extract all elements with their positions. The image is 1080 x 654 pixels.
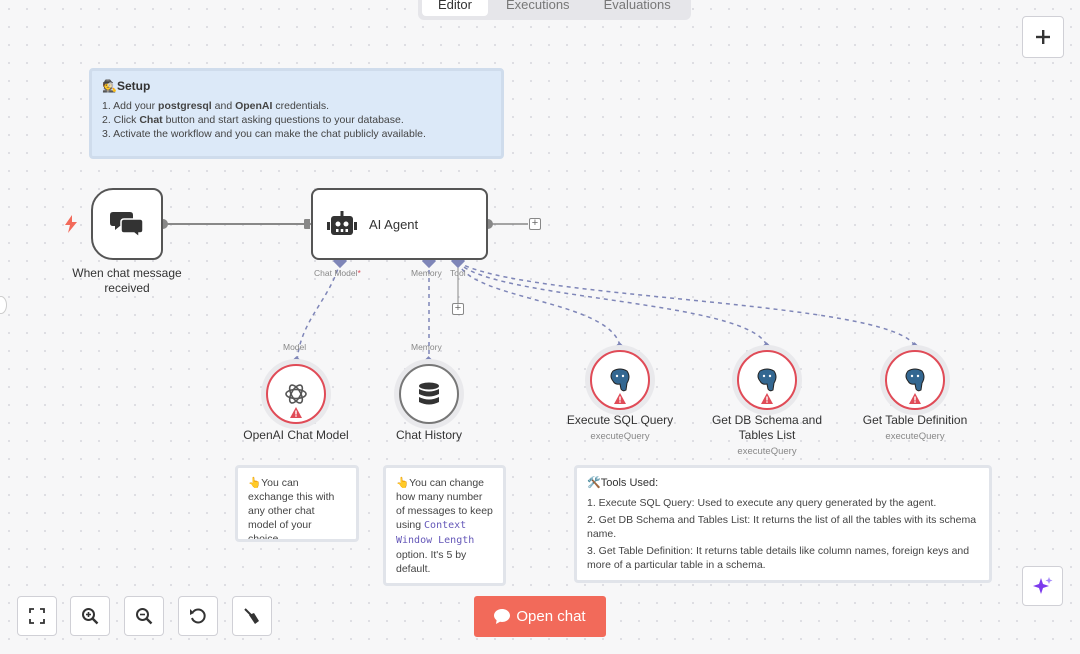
chat-history-node[interactable]	[399, 364, 459, 424]
warning-icon	[909, 393, 921, 404]
zoom-out-icon	[136, 608, 153, 625]
openai-icon	[285, 384, 307, 404]
zoom-out-button[interactable]	[124, 596, 164, 636]
tool-connection-sql	[457, 261, 621, 347]
pointing-emoji: 👆	[248, 477, 262, 489]
tool-connection-schema	[457, 261, 768, 347]
postgres-icon	[610, 368, 630, 392]
model-input-label: Model	[283, 342, 307, 352]
add-next-node-button[interactable]: +	[529, 218, 541, 230]
get-table-definition-node[interactable]	[885, 350, 945, 410]
warning-icon	[761, 393, 773, 404]
context-window-code: Context Window Length	[396, 520, 475, 546]
database-icon	[419, 382, 439, 405]
zoom-to-fit-button[interactable]	[17, 596, 57, 636]
trigger-label: When chat message received	[72, 266, 182, 295]
zoom-in-icon	[82, 608, 99, 625]
open-chat-button[interactable]: Open chat	[474, 596, 606, 637]
trigger-bolt-icon	[65, 215, 77, 233]
ai-agent-node[interactable]: AI Agent	[311, 188, 488, 260]
chat-bubbles-icon	[110, 212, 144, 238]
postgres-icon	[757, 368, 777, 392]
execute-sql-subtitle: executeQuery	[590, 431, 650, 442]
tool-connection-table	[457, 261, 916, 347]
tab-evaluations[interactable]: Evaluations	[603, 0, 671, 12]
trigger-node[interactable]	[91, 188, 163, 260]
model-connection	[296, 261, 341, 363]
get-schema-subtitle: executeQuery	[737, 446, 797, 457]
setup-title-text: Setup	[116, 79, 151, 93]
chat-model-port-label: Chat Model*	[314, 268, 361, 278]
chat-icon	[494, 609, 511, 624]
view-tabs: Editor Executions Evaluations	[418, 0, 691, 20]
tab-editor[interactable]: Editor	[422, 0, 488, 16]
ai-assistant-button[interactable]	[1022, 566, 1063, 606]
undo-icon	[190, 608, 206, 624]
postgres-icon	[905, 368, 925, 392]
openai-node-label: OpenAI Chat Model	[243, 428, 349, 442]
memory-input-label: Memory	[411, 342, 442, 352]
execute-sql-node[interactable]	[590, 350, 650, 410]
openai-sticky-note[interactable]: 👆You can exchange this with any other ch…	[235, 465, 359, 542]
openai-note-text: You can exchange this with any other cha…	[248, 477, 335, 542]
robot-icon	[327, 211, 357, 235]
get-table-definition-subtitle: executeQuery	[885, 431, 945, 442]
add-tool-button[interactable]: +	[452, 303, 464, 315]
chat-history-label: Chat History	[395, 428, 463, 442]
setup-step-3: 3. Activate the workflow and you can mak…	[102, 128, 426, 140]
tool-port-label: Tool	[450, 268, 466, 278]
tidy-up-button[interactable]	[232, 596, 272, 636]
warning-icon	[290, 407, 302, 418]
setup-sticky-note[interactable]: 🕵️Setup 1. Add your postgresql and OpenA…	[89, 68, 504, 159]
setup-step-1: 1. Add your postgresql and OpenAI creden…	[102, 100, 330, 112]
tools-sticky-note[interactable]: 🛠️Tools Used: 1. Execute SQL Query: Used…	[574, 465, 992, 583]
tab-executions[interactable]: Executions	[505, 0, 570, 12]
get-table-definition-label: Get Table Definition	[862, 413, 968, 427]
detective-emoji: 🕵️	[102, 79, 117, 93]
ai-agent-label: AI Agent	[369, 216, 419, 232]
tools-item-3: 3. Get Table Definition: It returns tabl…	[587, 545, 970, 571]
memory-sticky-note[interactable]: 👆You can change how many number of messa…	[383, 465, 506, 586]
zoom-in-button[interactable]	[70, 596, 110, 636]
execute-sql-label: Execute SQL Query	[566, 413, 674, 427]
agent-input-port[interactable]	[305, 219, 310, 229]
tools-emoji: 🛠️	[587, 477, 601, 489]
pointing-emoji: 👆	[396, 477, 410, 489]
get-schema-node[interactable]	[737, 350, 797, 410]
reset-zoom-button[interactable]	[178, 596, 218, 636]
open-chat-label: Open chat	[516, 608, 586, 625]
warning-icon	[614, 393, 626, 404]
plus-icon	[1036, 30, 1050, 44]
tools-item-2: 2. Get DB Schema and Tables List: It ret…	[587, 514, 977, 540]
setup-step-2: 2. Click Chat button and start asking qu…	[102, 114, 404, 126]
broom-icon	[244, 608, 259, 624]
setup-note-title: 🕵️Setup	[102, 79, 491, 93]
tools-note-title: 🛠️Tools Used:	[587, 477, 659, 489]
tools-item-1: 1. Execute SQL Query: Used to execute an…	[587, 497, 937, 509]
openai-chat-model-node[interactable]	[266, 364, 326, 424]
sparkle-icon	[1032, 577, 1052, 594]
fit-view-icon	[29, 608, 45, 624]
add-node-button[interactable]	[1022, 16, 1064, 58]
memory-port-label: Memory	[411, 268, 442, 278]
